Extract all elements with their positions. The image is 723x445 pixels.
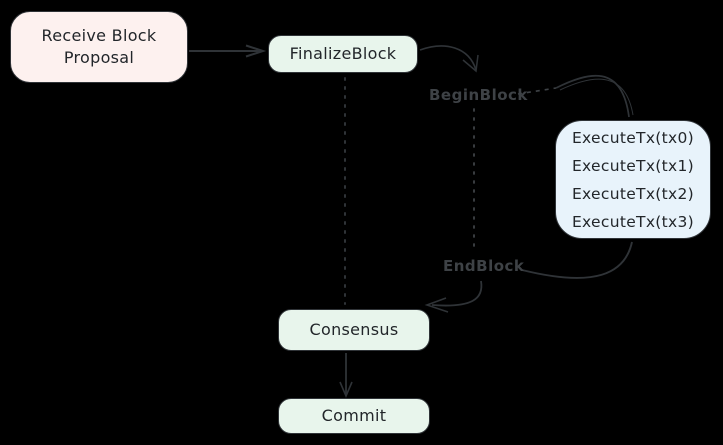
- node-label: Commit: [321, 406, 387, 425]
- node-consensus: Consensus: [278, 309, 430, 351]
- execute-tx-line: ExecuteTx(tx0): [571, 128, 695, 147]
- execute-tx-line: ExecuteTx(tx2): [571, 184, 695, 203]
- node-label: Receive Block: [41, 26, 157, 45]
- execute-tx-line: ExecuteTx(tx1): [571, 156, 695, 175]
- node-label: FinalizeBlock: [289, 44, 397, 63]
- edge-consensus-to-commit: [339, 353, 353, 399]
- node-commit: Commit: [278, 398, 430, 434]
- node-label: Consensus: [309, 320, 399, 339]
- node-execute-tx: ExecuteTx(tx0) ExecuteTx(tx1) ExecuteTx(…: [555, 120, 711, 239]
- edge-beginblock-to-execute: [517, 74, 634, 118]
- node-receive-block-proposal: Receive Block Proposal: [10, 11, 188, 83]
- edge-finalize-to-beginblock: [419, 45, 479, 73]
- label-begin-block: BeginBlock: [429, 86, 528, 104]
- label-end-block: EndBlock: [443, 257, 525, 275]
- edge-receive-to-finalize: [189, 44, 267, 58]
- edge-endblock-to-consensus: [424, 280, 483, 313]
- execute-tx-line: ExecuteTx(tx3): [571, 212, 695, 231]
- edge-execute-to-endblock: [521, 241, 633, 279]
- node-finalize-block: FinalizeBlock: [268, 35, 418, 73]
- node-label: Proposal: [63, 48, 135, 67]
